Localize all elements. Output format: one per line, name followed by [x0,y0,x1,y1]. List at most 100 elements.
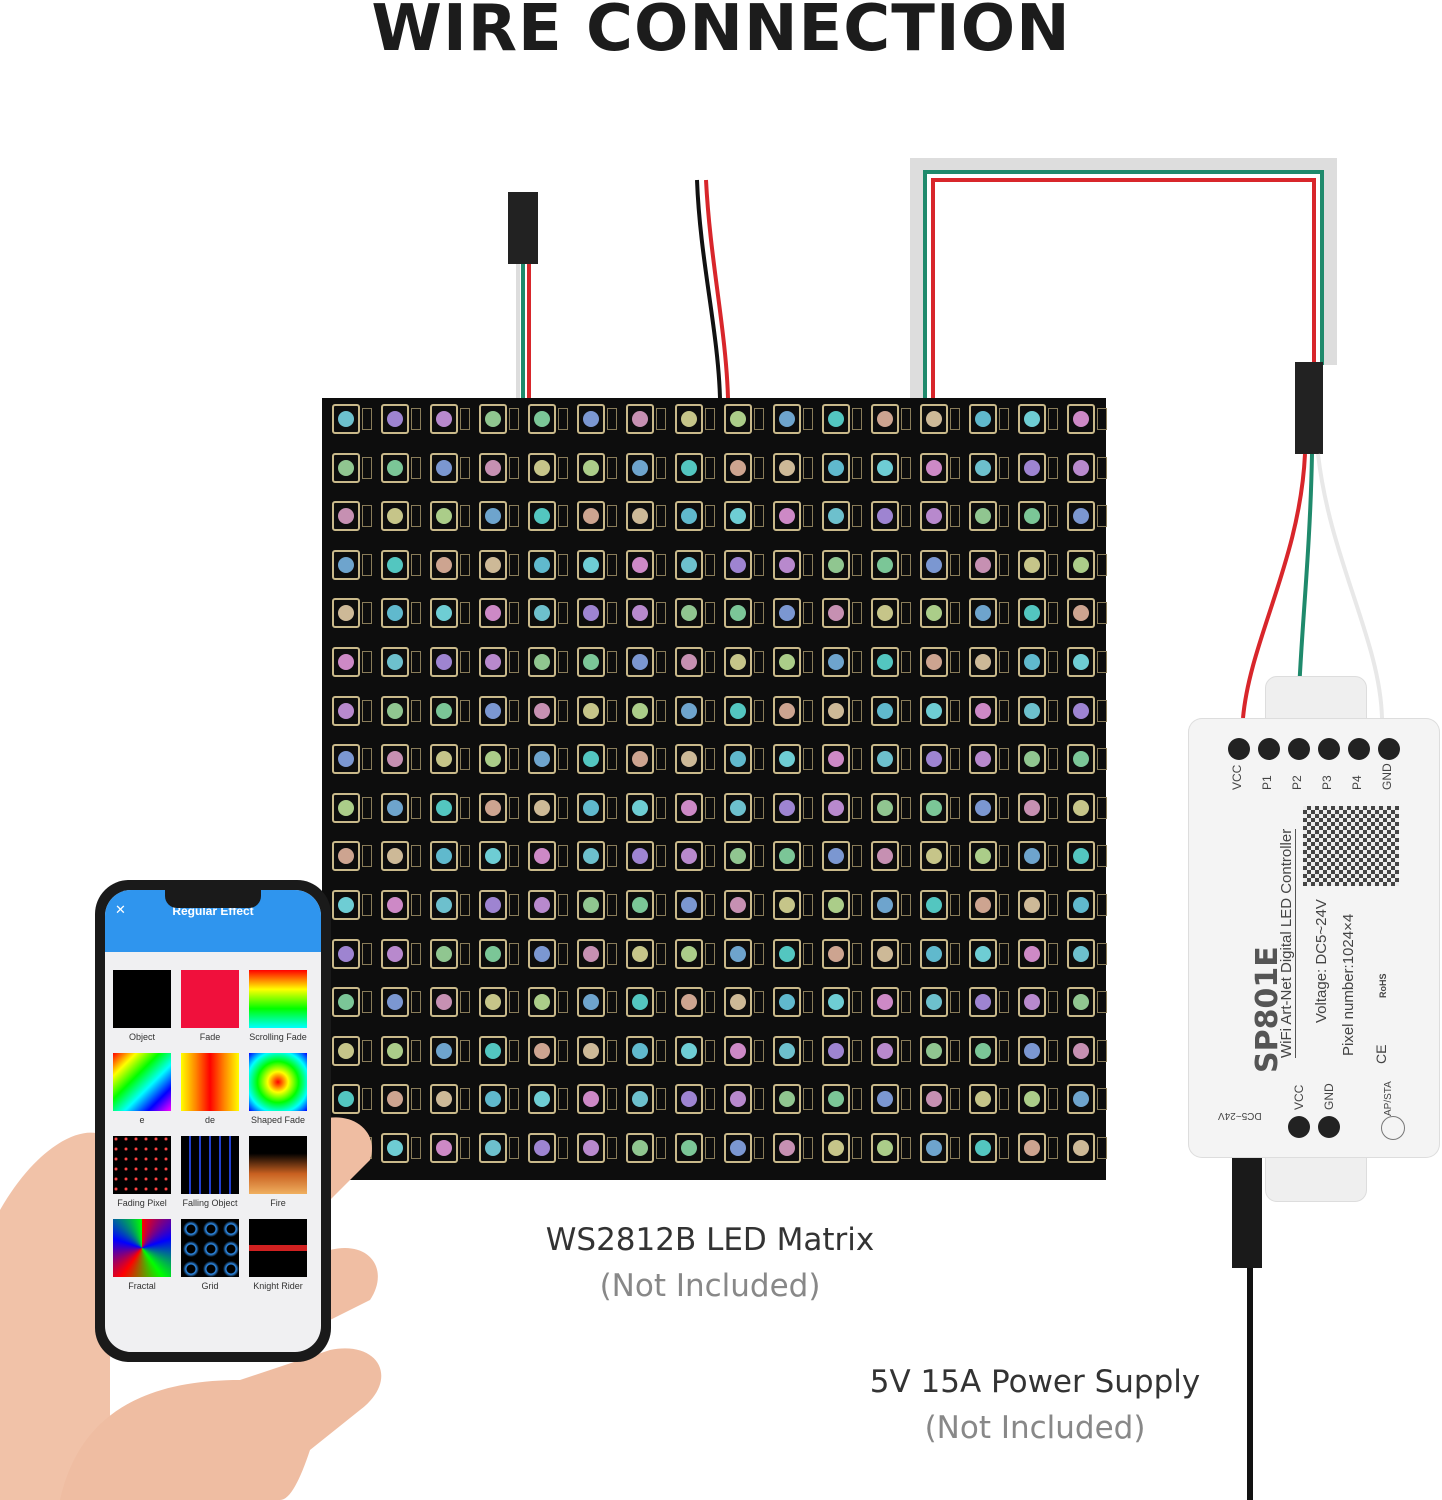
led-pixel [920,1084,948,1115]
effect-label: Fire [270,1198,286,1208]
rohs-mark: RoHS [1378,973,1388,999]
input-voltage-label: DC5~24V [1218,1110,1262,1121]
effect-tile[interactable] [249,1136,307,1194]
led-pixel [479,404,507,434]
led-pixel [381,501,409,532]
led-pixel [528,1133,556,1163]
led-pixel [871,404,899,434]
controller-pixels: Pixel number:1024×4 [1340,913,1357,1056]
effect-label: Falling Object [182,1198,238,1208]
led-pixel [675,404,703,434]
led-pixel [430,744,458,775]
led-pixel [332,1084,360,1115]
input-terminal-screw [1318,1116,1340,1138]
led-matrix [322,398,1107,1180]
led-pixel [332,452,360,483]
led-pixel [479,549,507,580]
led-pixel [1067,890,1095,920]
effect-tile[interactable] [113,970,171,1028]
led-pixel [1018,841,1046,872]
led-pixel [1018,501,1046,532]
effect-tile[interactable] [249,1219,307,1277]
effect-tile[interactable] [113,1136,171,1194]
input-terminal-label: VCC [1292,1084,1306,1110]
led-pixel [1018,404,1046,434]
led-pixel [871,549,899,580]
led-pixel [528,841,556,872]
effect-tile[interactable] [249,1053,307,1111]
led-pixel [969,987,997,1018]
effect-tile[interactable] [113,1219,171,1277]
led-pixel [381,841,409,872]
led-pixel [479,501,507,532]
led-pixel [675,792,703,823]
led-pixel [332,890,360,920]
led-pixel [577,938,605,969]
led-pixel [675,890,703,920]
led-pixel [577,987,605,1018]
led-pixel [479,695,507,726]
effect-tile[interactable] [181,970,239,1028]
ap-sta-button[interactable] [1381,1116,1405,1140]
led-pixel [675,695,703,726]
led-pixel [969,647,997,677]
effect-label: e [139,1115,145,1125]
led-pixel [381,1035,409,1066]
led-pixel [528,647,556,677]
led-pixel [528,744,556,775]
effect-tile[interactable] [249,970,307,1028]
terminal-label: GND [1380,763,1394,790]
led-pixel [920,647,948,677]
led-pixel [430,695,458,726]
led-pixel [1067,744,1095,775]
led-pixel [724,938,752,969]
led-pixel [822,1133,850,1163]
led-pixel [430,549,458,580]
close-icon[interactable]: ✕ [115,902,126,917]
led-pixel [626,647,654,677]
led-pixel [381,1133,409,1163]
effect-tile[interactable] [181,1219,239,1277]
led-pixel [920,549,948,580]
led-pixel [577,1133,605,1163]
led-pixel [332,1035,360,1066]
effect-label: Fractal [128,1281,156,1291]
led-pixel [822,987,850,1018]
led-pixel [822,938,850,969]
led-pixel [577,890,605,920]
led-pixel [1067,1133,1095,1163]
led-pixel [332,744,360,775]
led-pixel [920,792,948,823]
led-pixel [969,890,997,920]
led-pixel [332,792,360,823]
led-pixel [871,1035,899,1066]
led-pixel [920,890,948,920]
terminal-screw [1228,738,1250,760]
led-pixel [1067,987,1095,1018]
led-pixel [822,598,850,629]
led-pixel [773,598,801,629]
led-pixel [920,1133,948,1163]
led-pixel [675,744,703,775]
led-pixel [430,890,458,920]
led-pixel [381,744,409,775]
led-pixel [969,695,997,726]
led-pixel [969,549,997,580]
led-pixel [871,598,899,629]
led-pixel [528,452,556,483]
phone-notch [165,888,261,908]
led-pixel [822,404,850,434]
power-label: 5V 15A Power Supply [869,1364,1201,1400]
effect-tile[interactable] [181,1136,239,1194]
led-pixel [871,987,899,1018]
led-pixel [822,1084,850,1115]
effect-tile[interactable] [181,1053,239,1111]
led-pixel [332,987,360,1018]
effect-tile[interactable] [113,1053,171,1111]
led-pixel [871,890,899,920]
led-pixel [577,647,605,677]
led-pixel [969,1133,997,1163]
led-pixel [969,841,997,872]
led-pixel [577,792,605,823]
